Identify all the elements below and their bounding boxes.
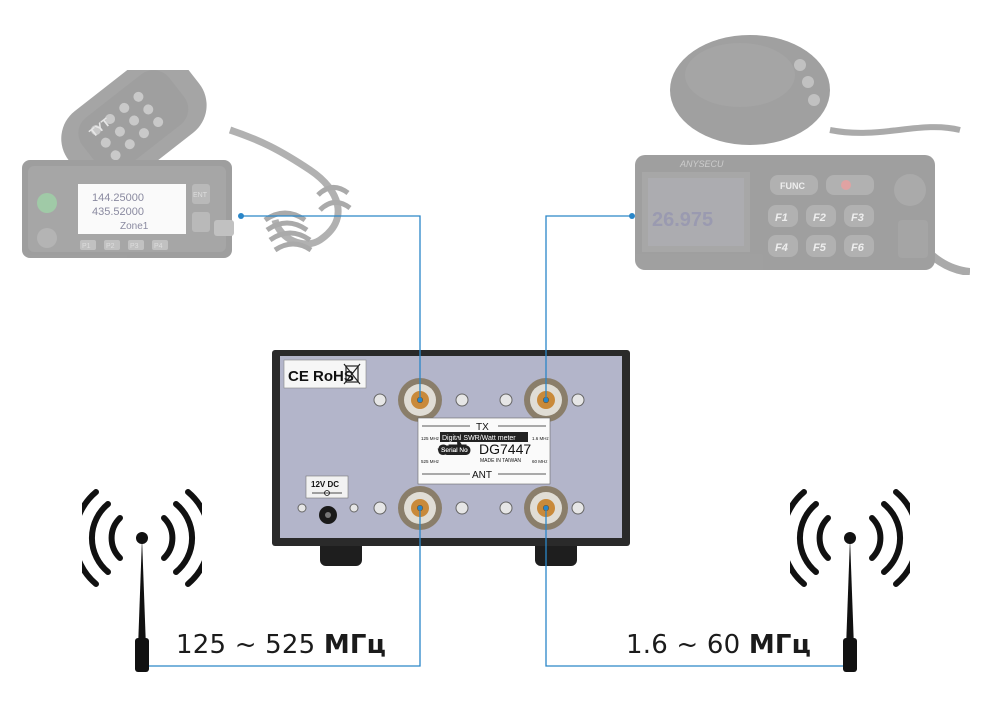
left-radio-key-p3: P3 <box>130 243 139 250</box>
right-radio-brand: ANYSECU <box>679 159 724 169</box>
power-label-box <box>305 475 349 499</box>
left-radio-line2: 435.52000 <box>92 206 144 218</box>
wire-right-radio <box>545 215 632 400</box>
left-antenna-icon <box>82 489 202 672</box>
dc-polarity-icon <box>312 490 342 496</box>
power-label: 12V DC <box>311 480 339 489</box>
cert-label <box>283 359 367 389</box>
right-antenna-icon <box>790 489 910 672</box>
left-band-unit: МГц <box>323 630 387 660</box>
left-band-label: 125 ~ 525 МГц <box>176 630 386 660</box>
left-radio-key-p4: P4 <box>154 243 163 250</box>
made-in: MADE IN TAIWAN <box>480 458 521 464</box>
right-radio-key-f1: F1 <box>775 212 788 224</box>
right-radio-func: FUNC <box>780 181 805 191</box>
left-bottom-freq: 525 MHz <box>421 459 440 464</box>
serial-value: DG7447 <box>479 441 531 457</box>
left-top-freq: 125 MHz <box>421 436 440 441</box>
right-radio-key-f2: F2 <box>813 212 826 224</box>
cert-text: CE RoHS <box>288 368 354 385</box>
right-radio-key-f5: F5 <box>813 242 827 254</box>
wire-right-antenna <box>545 508 850 667</box>
info-panel <box>417 417 551 485</box>
wire-left-radio <box>241 215 421 400</box>
right-radio-key-f6: F6 <box>851 242 865 254</box>
right-bottom-freq: 60 MHz <box>532 459 548 464</box>
right-band-label: 1.6 ~ 60 МГц <box>626 630 811 660</box>
recycle-bin-icon <box>343 363 361 385</box>
panel-title: Digital SWR/Watt meter <box>442 435 516 442</box>
serial-label-text: Serial No <box>441 447 468 454</box>
left-band-range: 125 ~ 525 <box>176 630 324 660</box>
left-radio: TYT 144.25000 435.52000 Zone1 ENT P1 P2 … <box>22 70 352 258</box>
left-radio-key-ent: ENT <box>193 192 208 199</box>
left-radio-key-p1: P1 <box>82 243 91 250</box>
tx-label: TX <box>476 422 489 433</box>
right-band-unit: МГц <box>748 630 812 660</box>
wire-left-antenna <box>143 508 421 667</box>
right-band-range: 1.6 ~ 60 <box>626 630 749 660</box>
swr-meter: CE RoHS TX Digital SWR/Watt meter Serial… <box>272 350 630 566</box>
serial-label: Serial No <box>441 447 468 454</box>
right-radio-key-f3: F3 <box>851 212 864 224</box>
left-radio-key-p2: P2 <box>106 243 115 250</box>
left-radio-line1: 144.25000 <box>92 192 144 204</box>
right-top-freq: 1.6 MHz <box>532 436 550 441</box>
right-radio-freq: 26.975 <box>652 209 713 231</box>
right-radio: ANYSECU 26.975 FUNC F1 F2 F3 F4 F5 F6 <box>635 35 970 275</box>
ant-label: ANT <box>472 470 492 481</box>
power-jack[interactable] <box>319 506 337 524</box>
right-radio-key-f4: F4 <box>775 242 788 254</box>
left-radio-line3: Zone1 <box>120 221 149 232</box>
